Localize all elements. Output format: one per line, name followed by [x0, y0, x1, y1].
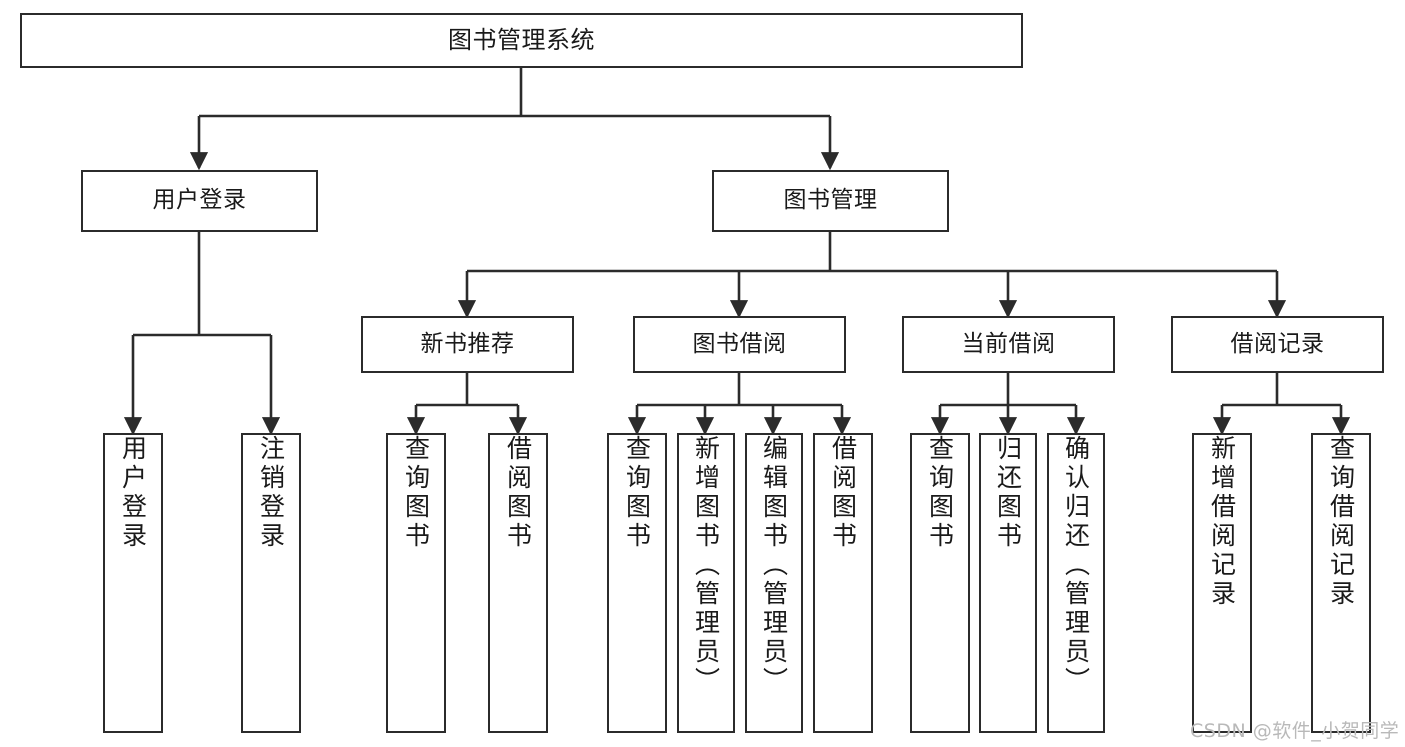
csdn-watermark: CSDN @软件_小贺同学 [1190, 720, 1400, 742]
node-new-book-recommend[interactable]: 新书推荐 [361, 316, 574, 373]
leaf-borrow-edit-book[interactable]: 编辑图书（管理员） [745, 433, 803, 733]
node-current-borrow[interactable]: 当前借阅 [902, 316, 1115, 373]
node-label: 当前借阅 [961, 330, 1056, 357]
leaf-user-login-logout[interactable]: 注销登录 [241, 433, 301, 733]
leaf-record-query[interactable]: 查询借阅记录 [1311, 433, 1371, 733]
node-label: 借阅图书 [828, 435, 858, 551]
node-label: 新增借阅记录 [1207, 435, 1237, 609]
leaf-record-add[interactable]: 新增借阅记录 [1192, 433, 1252, 733]
node-book-borrow[interactable]: 图书借阅 [633, 316, 846, 373]
node-label: 查询图书 [925, 435, 955, 551]
node-borrow-record[interactable]: 借阅记录 [1171, 316, 1384, 373]
leaf-new-book-query[interactable]: 查询图书 [386, 433, 446, 733]
node-label: 借阅记录 [1230, 330, 1325, 357]
leaf-current-confirm-return[interactable]: 确认归还（管理员） [1047, 433, 1105, 733]
node-label: 借阅图书 [503, 435, 533, 551]
leaf-current-query[interactable]: 查询图书 [910, 433, 970, 733]
node-label: 图书借阅 [692, 330, 787, 357]
node-label: 新增图书（管理员） [691, 435, 721, 696]
node-label: 注销登录 [256, 435, 286, 551]
leaf-borrow-query[interactable]: 查询图书 [607, 433, 667, 733]
leaf-new-book-borrow[interactable]: 借阅图书 [488, 433, 548, 733]
node-label: 确认归还（管理员） [1061, 435, 1091, 696]
node-label: 编辑图书（管理员） [759, 435, 789, 696]
node-root-system[interactable]: 图书管理系统 [20, 13, 1023, 68]
node-label: 查询图书 [401, 435, 431, 551]
node-label: 查询图书 [622, 435, 652, 551]
leaf-current-return[interactable]: 归还图书 [979, 433, 1037, 733]
node-label: 新书推荐 [420, 330, 515, 357]
node-label: 归还图书 [993, 435, 1023, 551]
leaf-borrow-add-book[interactable]: 新增图书（管理员） [677, 433, 735, 733]
node-label: 图书管理系统 [448, 26, 595, 55]
node-user-login[interactable]: 用户登录 [81, 170, 318, 232]
node-book-management[interactable]: 图书管理 [712, 170, 949, 232]
node-label: 图书管理 [783, 187, 878, 214]
node-label: 查询借阅记录 [1326, 435, 1356, 609]
leaf-borrow-borrow-book[interactable]: 借阅图书 [813, 433, 873, 733]
node-label: 用户登录 [118, 435, 148, 551]
leaf-user-login-login[interactable]: 用户登录 [103, 433, 163, 733]
node-label: 用户登录 [152, 187, 247, 214]
